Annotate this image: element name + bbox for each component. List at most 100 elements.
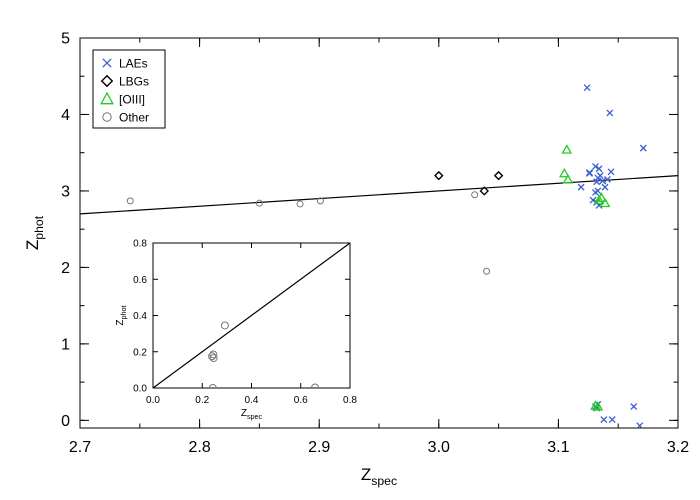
data-point [208, 352, 217, 361]
data-point-shape [599, 197, 611, 208]
data-point-shape [562, 173, 574, 184]
data-point-shape [126, 197, 134, 205]
data-point [434, 170, 444, 181]
x-axis-label: Zspec [361, 465, 397, 488]
data-point-stroke [596, 172, 604, 180]
data-point [296, 200, 304, 208]
data-point-shape [255, 199, 263, 207]
data-point-shape [434, 170, 444, 181]
data-point-shape [471, 191, 479, 199]
legend-marker [102, 112, 112, 122]
data-point-shape [208, 352, 217, 361]
data-points [126, 84, 647, 428]
legend-marker-shape [100, 74, 114, 88]
data-point [583, 84, 591, 92]
data-point-shape [561, 144, 573, 154]
legend-entry: [OIII] [100, 91, 145, 107]
y-tick-label: 1 [61, 336, 70, 353]
data-point [479, 186, 489, 196]
data-point [639, 144, 647, 152]
data-point [471, 191, 479, 199]
data-point-shape [296, 200, 304, 208]
legend-marker-shape [100, 91, 114, 105]
data-point-shape [479, 186, 489, 196]
y-axis-label-main: Z [115, 319, 126, 325]
x-tick-label: 3.2 [667, 439, 689, 456]
data-point-stroke [608, 416, 616, 424]
y-axis-label-main: Z [23, 240, 42, 250]
data-point-shape [559, 167, 570, 178]
x-axis-label-sub: spec [371, 474, 397, 488]
data-point [636, 422, 644, 428]
data-point-shape [596, 192, 607, 202]
y-tick-label: 2 [61, 260, 70, 277]
data-point-shape [311, 383, 320, 388]
y-tick-label: 0.4 [133, 311, 147, 322]
data-point [592, 163, 599, 170]
x-tick-label: 0.0 [146, 395, 160, 406]
data-point [590, 400, 601, 410]
x-tick-label: 0.4 [245, 395, 259, 406]
y-tick-label: 5 [61, 31, 70, 48]
y-tick-label: 0.8 [133, 239, 147, 250]
x-tick-label: 0.2 [195, 395, 209, 406]
y-tick-label: 0 [61, 413, 70, 430]
series-other [208, 321, 320, 388]
data-point [586, 169, 593, 177]
y-tick-label: 0.2 [133, 347, 147, 358]
data-point [561, 144, 573, 154]
x-axis-label-main: Z [361, 465, 371, 484]
data-point-shape [208, 384, 217, 388]
reference-line [79, 175, 679, 215]
data-point [593, 178, 601, 186]
y-tick-label: 3 [61, 184, 70, 201]
y-tick-label: 4 [61, 107, 70, 124]
series-oiii [559, 144, 611, 411]
series-lbgs [434, 170, 504, 196]
data-point [493, 170, 504, 181]
x-tick-label: 2.9 [308, 439, 330, 456]
data-point [603, 176, 611, 183]
y-axis-label: Zphot [115, 305, 128, 325]
x-tick-label: 2.7 [69, 439, 91, 456]
y-axis-label: Zphot [23, 215, 46, 250]
data-point [594, 187, 602, 195]
x-tick-label: 3.1 [547, 439, 569, 456]
data-point-shape [593, 194, 605, 205]
data-point-stroke [636, 422, 644, 428]
x-axis-label-main: Z [241, 408, 247, 419]
data-point-shape [209, 354, 218, 363]
data-point [596, 192, 607, 202]
legend-entry: Other [102, 111, 149, 125]
x-tick-label: 2.8 [188, 439, 210, 456]
data-point [593, 194, 605, 205]
legend-label: LAEs [119, 57, 148, 71]
y-tick-label: 0.0 [133, 384, 147, 395]
legend-marker [100, 74, 114, 88]
data-point [209, 354, 218, 363]
y-tick-label: 0.6 [133, 275, 147, 286]
data-point-stroke [593, 178, 601, 186]
data-points [208, 321, 320, 388]
data-point [600, 416, 608, 424]
y-axis-label-sub: phot [32, 215, 46, 239]
data-point-stroke [630, 403, 638, 411]
data-point-stroke [639, 144, 647, 152]
data-point [601, 183, 609, 191]
data-point [606, 109, 614, 117]
data-point [599, 177, 607, 185]
series-laes [577, 84, 647, 428]
data-point-stroke [600, 416, 608, 424]
x-tick-label: 3.0 [428, 439, 450, 456]
data-point [608, 416, 616, 424]
data-point [209, 350, 218, 359]
data-point-stroke [607, 168, 615, 176]
legend-label: [OIII] [119, 93, 145, 107]
legend-label: Other [119, 111, 149, 125]
y-axis-label-sub: phot [119, 305, 128, 319]
x-axis-label-sub: spec [247, 412, 263, 421]
legend-marker [102, 58, 112, 68]
legend-box [92, 49, 166, 129]
